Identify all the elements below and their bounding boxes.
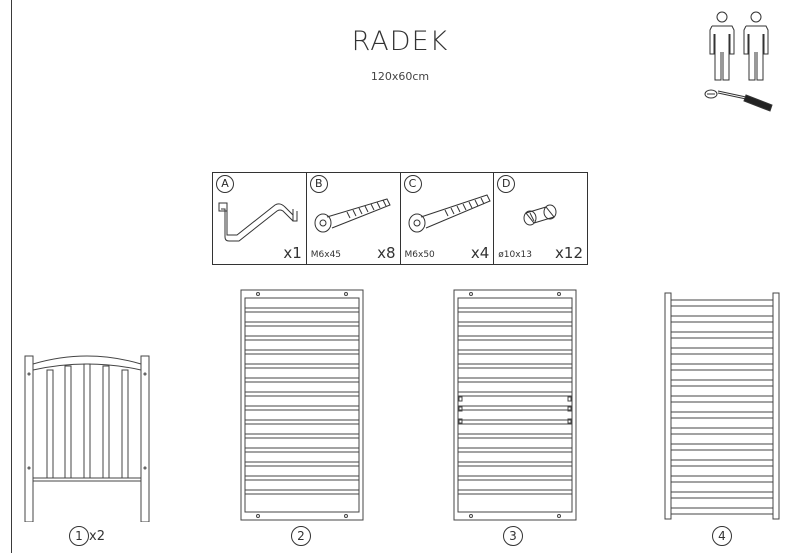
assembly-requirements [698,10,782,122]
part-label-1: 1 x2 [69,526,105,546]
hardware-letter: C [403,175,422,193]
part-label-2: 2 [291,526,311,546]
hardware-qty: x1 [283,244,302,262]
part-number: 4 [712,526,732,546]
part-number: 1 [69,526,89,546]
hardware-qty: x12 [555,244,583,262]
part-3-side-panel [453,289,577,521]
product-title: RADEK [351,26,449,57]
hardware-spec: ø10x13 [498,250,532,260]
hardware-item-a: A x1 [213,173,307,264]
hardware-spec: M6x45 [310,250,342,260]
barrel-nut-icon [523,204,557,226]
hardware-table: A x1 B M6x45 x8 C [212,172,588,265]
part-label-3: 3 [503,526,523,546]
hardware-letter: B [309,175,328,193]
part-qty: x2 [89,528,105,544]
two-persons-icon [709,11,769,81]
hardware-item-c: C M6x50 x4 [401,173,495,264]
part-label-4: 4 [712,526,732,546]
part-number: 3 [503,526,523,546]
hardware-qty: x8 [377,244,396,262]
hardware-item-d: D ø10x13 x12 [494,173,587,264]
bolt-icon [314,198,391,233]
hardware-spec: M6x50 [404,250,435,260]
part-1-end-panel [24,355,150,522]
allen-key-icon [218,202,298,242]
part-number: 2 [291,526,311,546]
hardware-letter: D [497,175,516,193]
part-2-side-panel [240,289,364,521]
bolt-icon [408,194,491,233]
hardware-item-b: B M6x45 x8 [307,173,401,264]
hardware-qty: x4 [470,244,490,262]
screwdriver-icon [704,89,773,112]
part-4-mattress-base [664,292,780,520]
product-size: 120x60cm [370,70,430,83]
hardware-letter: A [216,175,234,193]
page-margin-rule [11,0,12,553]
